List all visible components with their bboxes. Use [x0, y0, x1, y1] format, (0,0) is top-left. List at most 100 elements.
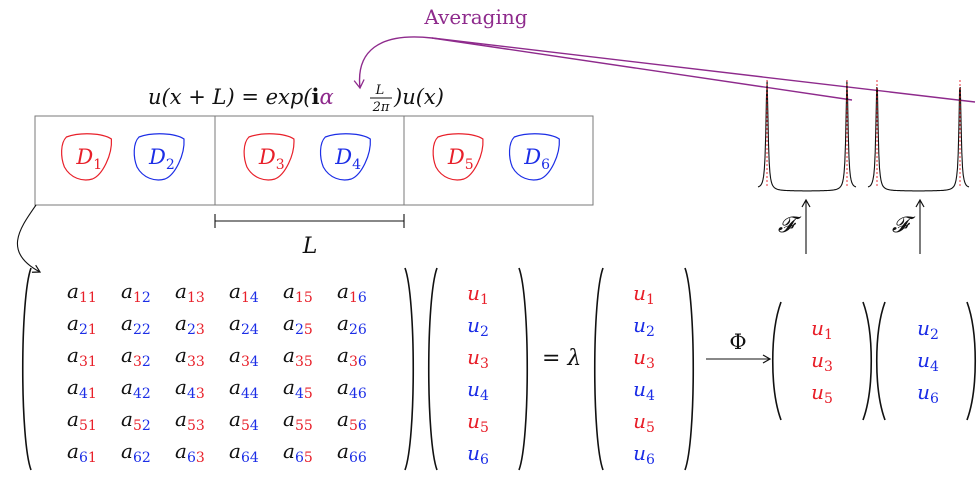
- matrix-entry-a65: a65: [283, 439, 313, 466]
- averaging-arrow: [353, 36, 976, 103]
- vecOdd-left-paren: [771, 301, 782, 421]
- domain-shape-3: [243, 133, 295, 181]
- vecU2-left-paren: [593, 267, 604, 471]
- phi-label: Φ: [729, 330, 746, 354]
- matrix-entry-a11: a11: [67, 279, 97, 306]
- even-vector: u2 u4 u6: [875, 301, 977, 421]
- domain-label-4: D4: [334, 145, 361, 173]
- periodic-cells: D1 D2 D3 D4 D5 D6: [34, 115, 594, 206]
- domain-shape-5: [432, 133, 484, 181]
- vector-entry-u2: u2: [633, 313, 655, 340]
- vector-entry-u3: u3: [467, 345, 489, 372]
- matrix-entry-a35: a35: [283, 343, 313, 370]
- bloch-frac-denominator: 2π: [372, 100, 390, 115]
- period-label: L: [302, 234, 318, 259]
- matrix-entry-a56: a56: [337, 407, 367, 434]
- unknown-vector: u1 u2 u3 u4 u5 u6: [427, 267, 529, 471]
- matrix-entry-a31: a31: [67, 343, 97, 370]
- eigen-vector: u1 u2 u3 u4 u5 u6: [593, 267, 695, 471]
- spectra-plots: [757, 80, 970, 192]
- matrix-entry-a52: a52: [121, 407, 151, 434]
- vector-entry-u6: u6: [467, 441, 489, 468]
- matrix-entry-a25: a25: [283, 311, 313, 338]
- matrix-entry-a32: a32: [121, 343, 151, 370]
- vecEven-right-paren: [966, 301, 977, 421]
- vector-entry-u4: u4: [917, 348, 939, 375]
- vector-entry-u5: u5: [633, 409, 655, 436]
- unit-cell-3: [403, 115, 594, 206]
- vector-entry-u3: u3: [811, 348, 833, 375]
- matrix-entry-a33: a33: [175, 343, 205, 370]
- vector-entry-u4: u4: [633, 377, 655, 404]
- vecEven-left-paren: [875, 301, 886, 421]
- matrix-entry-a61: a61: [67, 439, 97, 466]
- unit-cell-2: [214, 115, 405, 206]
- matrix-entry-a34: a34: [229, 343, 259, 370]
- matrix-entry-a43: a43: [175, 375, 205, 402]
- vecU-right-paren: [518, 267, 529, 471]
- domain-label-1: D1: [75, 145, 102, 173]
- vecOdd-right-paren: [862, 301, 873, 421]
- matrix-left-paren: [21, 267, 32, 471]
- matrix-entry-a26: a26: [337, 311, 367, 338]
- matrix-entry-a22: a22: [121, 311, 151, 338]
- domain-shape-4: [319, 133, 371, 181]
- odd-vector: u1 u3 u5: [771, 301, 873, 421]
- vecU-left-paren: [427, 267, 438, 471]
- matrix-entry-a63: a63: [175, 439, 205, 466]
- matrix-entry-a64: a64: [229, 439, 259, 466]
- vector-entry-u4: u4: [467, 377, 489, 404]
- domain-shape-1: [61, 133, 113, 181]
- matrix-entry-a21: a21: [67, 311, 97, 338]
- matrix-entry-a53: a53: [175, 407, 205, 434]
- spectrum-curve-1: [757, 80, 857, 192]
- bloch-equation-rhs: )u(x): [393, 85, 444, 109]
- domain-label-5: D5: [447, 145, 474, 173]
- cell-to-matrix-arrow: [16, 204, 42, 273]
- matrix-entry-a16: a16: [337, 279, 367, 306]
- vector-entry-u6: u6: [917, 380, 939, 407]
- bloch-frac-numerator: L: [375, 83, 385, 98]
- matrix-entry-a41: a41: [67, 375, 97, 402]
- domain-label-2: D2: [148, 145, 175, 173]
- matrix-entry-a42: a42: [121, 375, 151, 402]
- matrix-entry-a23: a23: [175, 311, 205, 338]
- domain-shape-2: [133, 133, 185, 181]
- matrix-entry-a24: a24: [229, 311, 259, 338]
- spectrum-curve-2: [867, 86, 970, 192]
- domain-label-6: D6: [523, 145, 550, 173]
- matrix-entry-a51: a51: [67, 407, 97, 434]
- matrix-entry-a54: a54: [229, 407, 259, 434]
- matrix-entry-a45: a45: [283, 375, 313, 402]
- vector-entry-u2: u2: [917, 316, 939, 343]
- vector-entry-u1: u1: [811, 316, 833, 343]
- period-bracket: [214, 214, 405, 228]
- domain-label-3: D3: [258, 145, 285, 173]
- eigenvalue-label: = λ: [542, 346, 581, 371]
- bloch-equation: u(x + L) = exp(iα: [148, 84, 334, 109]
- vector-entry-u1: u1: [633, 281, 655, 308]
- vector-entry-u5: u5: [467, 409, 489, 436]
- vector-entry-u2: u2: [467, 313, 489, 340]
- fourier-label-2: 𝓕: [892, 213, 916, 238]
- vector-entry-u1: u1: [467, 281, 489, 308]
- matrix-right-paren: [404, 267, 415, 471]
- matrix-entry-a36: a36: [337, 343, 367, 370]
- matrix-entry-a62: a62: [121, 439, 151, 466]
- vector-entry-u5: u5: [811, 380, 833, 407]
- domain-shape-6: [508, 133, 560, 181]
- matrix-entry-a55: a55: [283, 407, 313, 434]
- vector-entry-u3: u3: [633, 345, 655, 372]
- averaging-arrow-branch: [431, 37, 853, 101]
- matrix-entry-a14: a14: [229, 279, 259, 306]
- averaging-label: Averaging: [423, 5, 527, 29]
- vector-entry-u6: u6: [633, 441, 655, 468]
- fourier-label-1: 𝓕: [778, 213, 802, 238]
- matrix-entry-a13: a13: [175, 279, 205, 306]
- vecU2-right-paren: [684, 267, 695, 471]
- matrix-entry-a66: a66: [337, 439, 367, 466]
- matrix-entry-a46: a46: [337, 375, 367, 402]
- matrix-entry-a12: a12: [121, 279, 151, 306]
